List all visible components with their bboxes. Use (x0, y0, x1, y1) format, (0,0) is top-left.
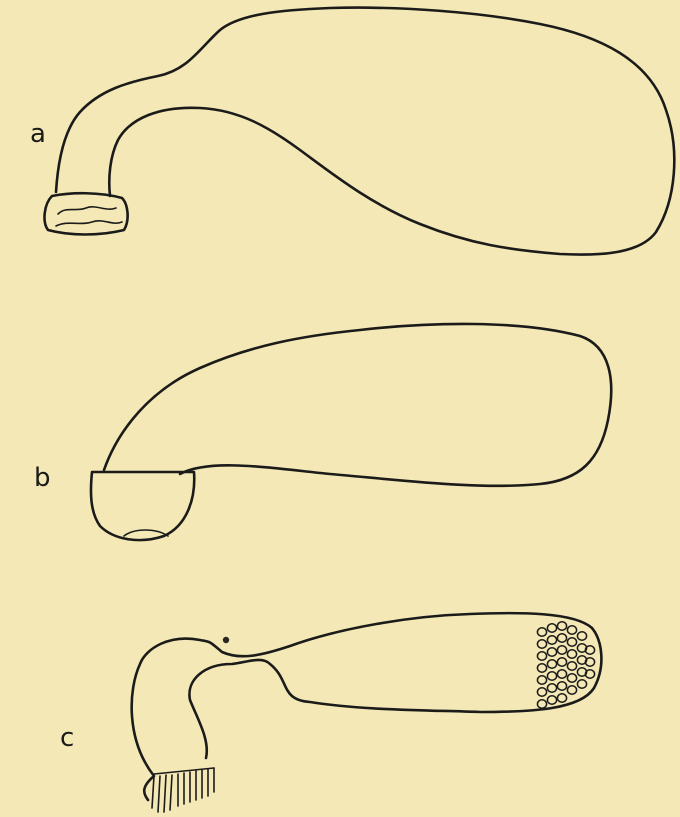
figure-a-label: a (30, 119, 46, 149)
figure-c-label: c (60, 723, 74, 753)
figure-b-label: b (34, 463, 51, 493)
figure-c-speck (223, 637, 229, 643)
